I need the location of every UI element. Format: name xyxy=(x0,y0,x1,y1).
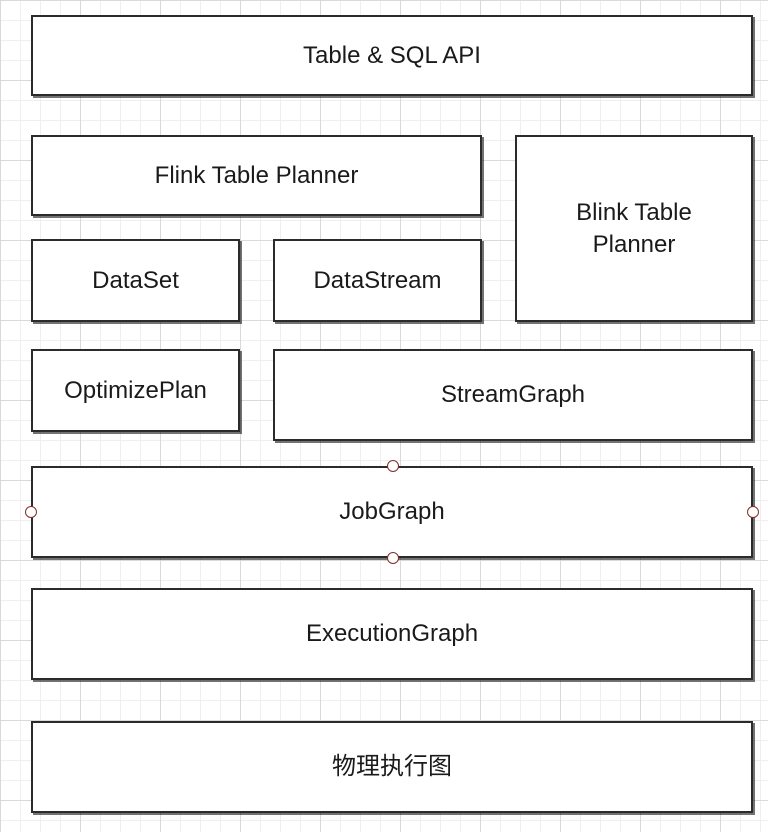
dataset-box[interactable]: DataSet xyxy=(31,239,240,322)
resize-handle-left[interactable] xyxy=(25,506,37,518)
optimize-plan-label: OptimizePlan xyxy=(64,376,207,404)
job-graph-box[interactable]: JobGraph xyxy=(31,466,753,558)
table-sql-api-label: Table & SQL API xyxy=(303,41,481,69)
table-sql-api-box[interactable]: Table & SQL API xyxy=(31,15,753,96)
optimize-plan-box[interactable]: OptimizePlan xyxy=(31,349,240,432)
physical-execution-graph-label: 物理执行图 xyxy=(332,753,452,780)
blink-table-planner-box[interactable]: Blink Table Planner xyxy=(515,135,753,322)
resize-handle-bottom[interactable] xyxy=(387,552,399,564)
execution-graph-label: ExecutionGraph xyxy=(305,620,479,647)
dataset-label: DataSet xyxy=(92,266,179,294)
execution-graph-box[interactable]: ExecutionGraph xyxy=(31,588,753,680)
job-graph-label: JobGraph xyxy=(339,498,445,525)
physical-execution-graph-box[interactable]: 物理执行图 xyxy=(31,721,753,813)
stream-graph-box[interactable]: StreamGraph xyxy=(273,349,753,441)
flink-table-planner-box[interactable]: Flink Table Planner xyxy=(31,135,482,216)
resize-handle-right[interactable] xyxy=(747,506,759,518)
datastream-box[interactable]: DataStream xyxy=(273,239,482,322)
stream-graph-label: StreamGraph xyxy=(440,381,586,408)
datastream-label: DataStream xyxy=(313,266,442,294)
blink-table-planner-label: Blink Table Planner xyxy=(576,198,692,258)
resize-handle-top[interactable] xyxy=(387,460,399,472)
flink-table-planner-label: Flink Table Planner xyxy=(154,161,359,189)
